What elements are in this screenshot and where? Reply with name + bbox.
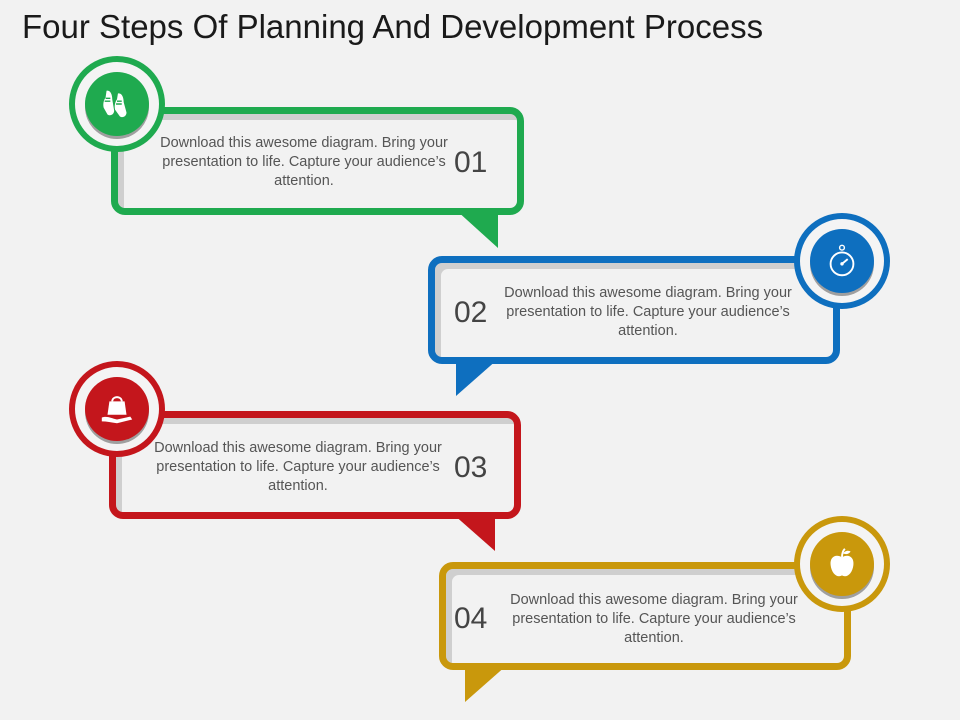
- step-4-box: [439, 562, 851, 670]
- stopwatch-icon: [829, 244, 855, 277]
- apple-icon: [830, 548, 854, 577]
- step-3-box: [109, 411, 521, 519]
- step-1-number: 01: [454, 146, 488, 179]
- step-1-icon-ring: [69, 56, 165, 152]
- step-4-description: Download this awesome diagram. Bring you…: [510, 592, 798, 646]
- shoes-icon: [103, 90, 127, 118]
- step-1-description: Download this awesome diagram. Bring you…: [160, 135, 448, 189]
- step-2-description: Download this awesome diagram. Bring you…: [504, 285, 792, 339]
- step-3-number: 03: [454, 451, 488, 484]
- page-title: Four Steps Of Planning And Development P…: [22, 8, 764, 45]
- shopping-bag-hand-icon: [101, 396, 133, 424]
- step-4-pointer: [465, 665, 507, 702]
- step-2-box: [428, 256, 840, 364]
- step-2-pointer: [456, 359, 498, 396]
- step-3-pointer: [453, 514, 495, 551]
- step-4-icon-ring: [794, 516, 890, 612]
- step-3-description: Download this awesome diagram. Bring you…: [154, 440, 442, 494]
- step-2-number: 02: [454, 296, 488, 329]
- step-4-number: 04: [454, 602, 488, 635]
- step-1-box: [111, 107, 524, 215]
- step-3-icon-ring: [69, 361, 165, 457]
- step-2-icon-ring: [794, 213, 890, 309]
- step-1-pointer: [456, 210, 498, 248]
